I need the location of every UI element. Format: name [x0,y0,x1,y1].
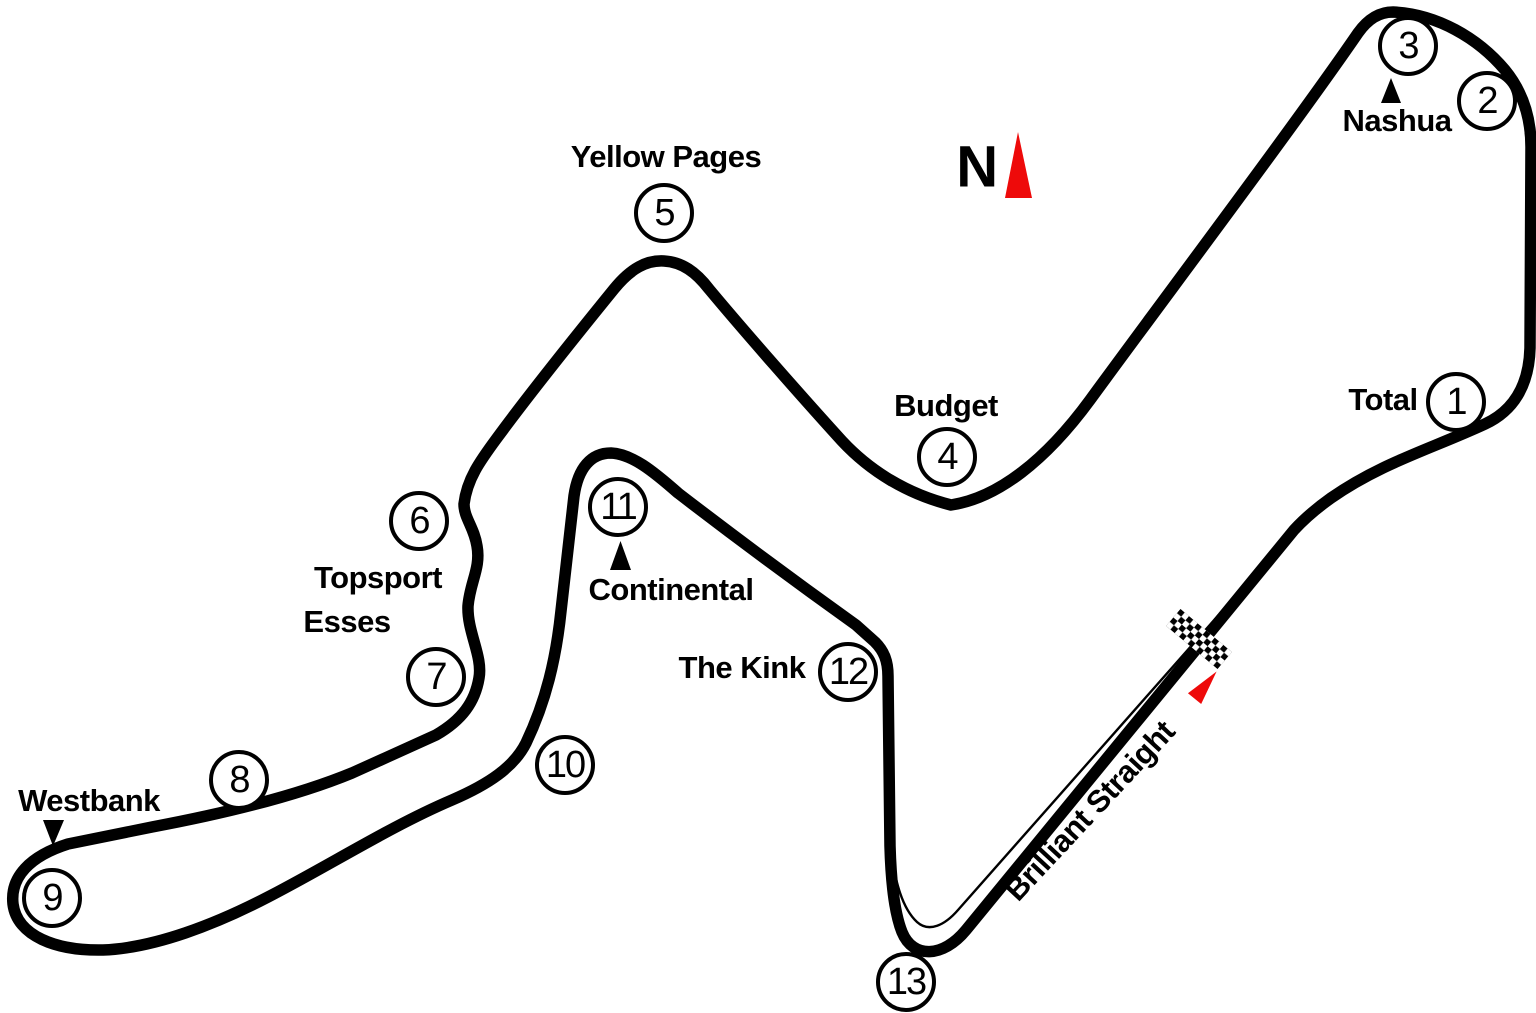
corner-marker-12: 12 [818,642,878,702]
corner-marker-11: 11 [588,477,648,537]
label-esses: Esses [303,604,391,639]
track-outline [7,6,1536,958]
label-nashua: Nashua [1342,103,1452,138]
corner-marker-13: 13 [876,952,936,1012]
corner-marker-8: 8 [209,750,269,810]
label-topsport: Topsport [313,560,443,595]
label-the-kink: The Kink [678,650,806,685]
corner-marker-5: 5 [634,183,694,243]
corner-marker-1: 1 [1426,372,1486,432]
compass-north-label: N [956,134,998,200]
corner-marker-4: 4 [917,427,977,487]
continental-pointer-icon [610,541,631,570]
label-continental: Continental [588,572,755,607]
label-westbank: Westbank [18,783,160,818]
westbank-pointer-icon [43,820,64,846]
nashua-pointer-icon [1381,78,1401,103]
corner-marker-3: 3 [1378,16,1438,76]
label-total: Total [1348,382,1418,417]
start-finish-checkered-line [1166,608,1232,670]
corner-marker-6: 6 [389,491,449,551]
corner-marker-2: 2 [1457,71,1517,131]
label-budget: Budget [894,388,998,423]
label-yellow-pages: Yellow Pages [570,139,762,174]
direction-arrow-icon [1187,671,1217,705]
compass-needle-icon [1005,132,1032,198]
corner-marker-7: 7 [406,647,466,707]
corner-marker-10: 10 [535,735,595,795]
corner-marker-9: 9 [22,868,82,928]
pit-lane-line [888,571,1265,929]
